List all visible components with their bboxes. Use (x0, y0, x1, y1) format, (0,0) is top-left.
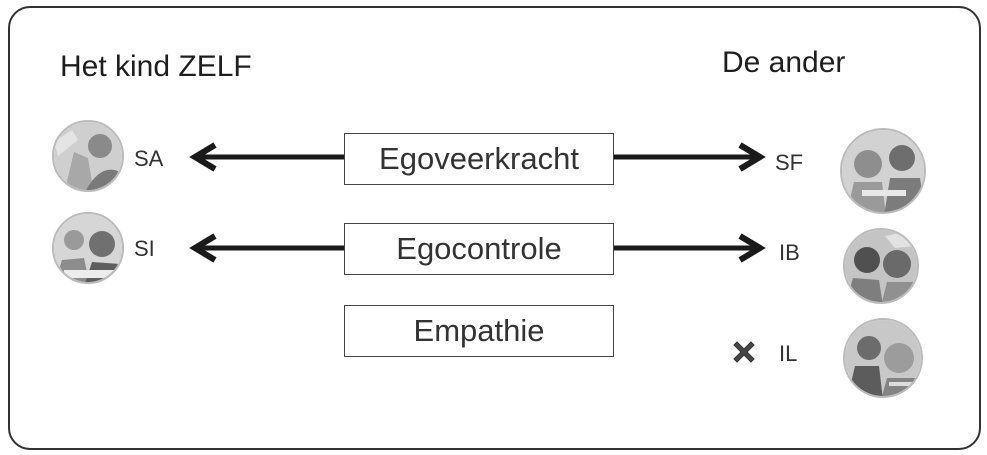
code-ib: IB (779, 240, 800, 265)
photo-children-other-1 (840, 128, 926, 214)
code-si: SI (134, 236, 155, 261)
photo-child-self-1 (52, 120, 124, 192)
photo-children-other-2 (843, 228, 919, 304)
arrow-row1-left (189, 142, 344, 172)
box-empathie: Empathie (344, 305, 614, 357)
code-sf: SF (775, 150, 804, 175)
arrow-row1-right (614, 142, 766, 172)
heading-self: Het kind ZELF (60, 50, 252, 83)
photo-children-other-3 (843, 318, 923, 398)
heading-other: De ander (722, 46, 846, 79)
code-sa: SA (134, 146, 164, 171)
arrow-row2-left (189, 233, 344, 263)
box-egoveerkracht: Egoveerkracht (344, 133, 614, 185)
code-il: IL (779, 341, 798, 366)
arrow-row2-right (614, 233, 766, 263)
cross-icon (733, 341, 755, 363)
photo-child-self-2 (52, 212, 124, 284)
box-egocontrole: Egocontrole (344, 223, 614, 275)
